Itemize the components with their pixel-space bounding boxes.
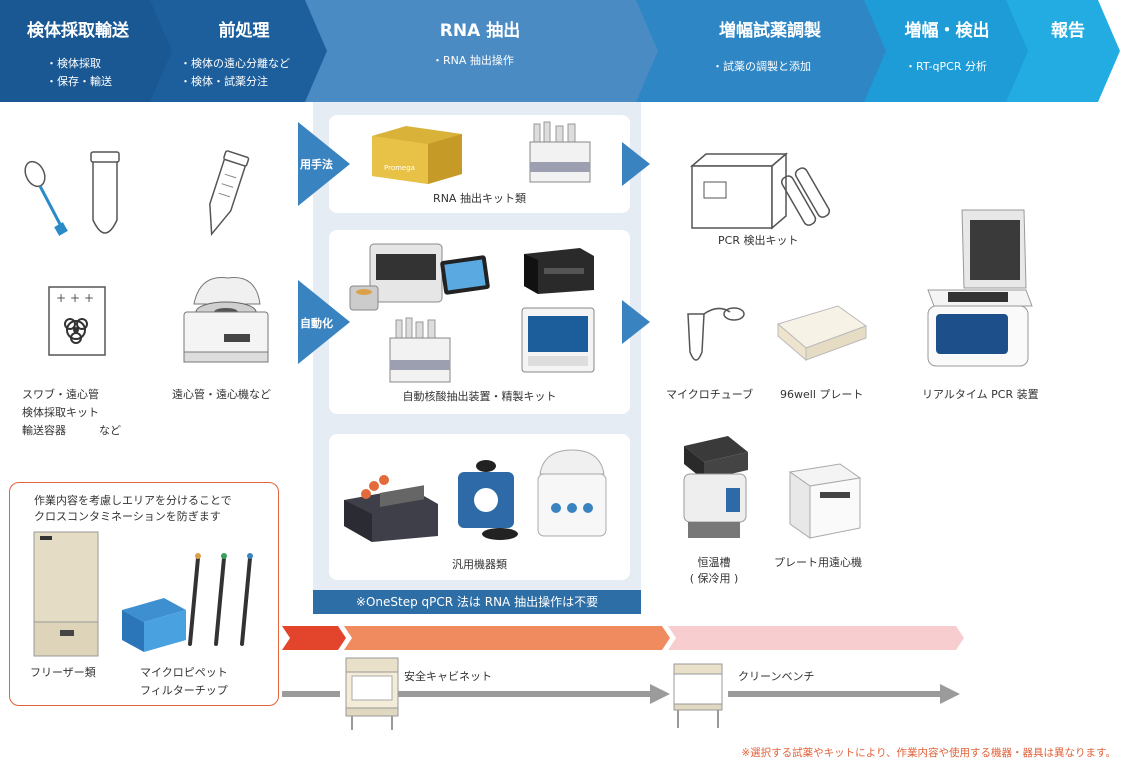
microtube-label: マイクロチューブ: [666, 388, 754, 401]
general-label: 汎用機器類: [452, 558, 507, 571]
pretreatment-label: 遠心管・遠心機など: [172, 388, 271, 401]
svg-text:+: +: [70, 291, 80, 305]
stage-item: ・RNA 抽出操作: [432, 54, 514, 67]
thermo-bath-sub: ( 保冷用 ): [689, 572, 739, 585]
stage-chevron-detection: [864, 0, 1032, 102]
reagent-kit-icon: [529, 121, 591, 183]
vortex-mixer-icon: [458, 460, 518, 540]
conical-tube-icon: [209, 150, 250, 236]
stage-chevron-pretreatment: [150, 0, 332, 102]
safety-cabinet-icon: [345, 657, 399, 730]
stage-title-pretreatment: 前処理: [218, 21, 270, 41]
cc-text-2: クロスコンタミネーションを防ぎます: [34, 510, 221, 523]
manual-tag: 用手法: [300, 158, 333, 171]
onestep-note: ※OneStep qPCR 法は RNA 抽出操作は不要: [313, 590, 641, 614]
manual-kit-label: RNA 抽出キット類: [433, 192, 526, 205]
thermo-bath-label: 恒温槽: [697, 556, 731, 569]
collection-label-3: 輸送容器 など: [22, 424, 121, 437]
footnote: ※選択する試薬やキットにより、作業内容や使用する機器・器具は異なります。: [741, 747, 1116, 759]
real-time-pcr-icon: [927, 209, 1033, 367]
rna-kit-box-icon: Promega: [372, 126, 462, 184]
auto-arrow: [298, 280, 350, 364]
stage-chevron-reagent: [636, 0, 890, 102]
stage-chevron-report: [1006, 0, 1120, 102]
stage-item: ・検体の遠心分離など: [180, 57, 290, 70]
plate-centrifuge-label: プレート用遠心機: [774, 556, 862, 569]
stage-title-collection: 検体採取輸送: [27, 21, 129, 41]
auto-label: 自動核酸抽出装置・精製キット: [402, 390, 557, 403]
purification-kit-icon: [389, 317, 451, 383]
heat-block-icon: [344, 475, 438, 542]
stage-title-detection: 増幅・検出: [904, 21, 990, 41]
clean-bench-icon: [673, 663, 723, 728]
stage-chevron-collection: [0, 0, 177, 102]
stage-item: ・検体・試薬分注: [180, 75, 268, 88]
mini-centrifuge-icon: [537, 449, 607, 537]
to-reagent-arrow-1: [622, 142, 650, 186]
stage-title-reagent: 増幅試薬調製: [719, 21, 821, 41]
swab-icon: [24, 160, 68, 236]
collection-label-1: スワブ・遠心管: [22, 388, 99, 401]
stage-title-report: 報告: [1051, 21, 1085, 41]
stage-item: ・保存・輸送: [46, 75, 112, 88]
flow-arrows: [282, 684, 960, 704]
biohazard-bag-icon: + + +: [48, 286, 106, 356]
stage-item: ・検体採取: [46, 57, 101, 70]
clean-bench-label: クリーンベンチ: [738, 670, 815, 683]
pipette-label-1: マイクロピペット: [140, 666, 228, 679]
96well-plate-icon: [776, 305, 868, 362]
cc-text-1: 作業内容を考慮しエリアを分けることで: [34, 494, 232, 507]
thermo-bath-icon: [683, 436, 748, 538]
stage-chevron-rna: [305, 0, 662, 102]
stage-item: ・試薬の調製と添加: [712, 60, 811, 73]
pcr-kit-icon: [689, 152, 831, 230]
plate-label: 96well プレート: [780, 388, 864, 401]
auto-tag: 自動化: [300, 317, 333, 330]
kit-brand-text: Promega: [384, 164, 415, 172]
manual-arrow: [298, 122, 350, 206]
pipette-label-2: フィルターチップ: [140, 684, 228, 697]
microtube-icon: [687, 307, 745, 361]
auto-kit-box-icon: [524, 248, 594, 294]
pcr-kit-label: PCR 検出キット: [718, 234, 799, 247]
freezer-label: フリーザー類: [30, 666, 96, 679]
area-band: [282, 626, 964, 650]
centrifuge-icon: [183, 277, 269, 363]
tip-box-icon: [122, 598, 186, 652]
micropipette-icon: [188, 553, 253, 646]
svg-text:+: +: [84, 291, 94, 305]
liquid-handler-icon: [521, 307, 595, 373]
freezer-icon: [33, 531, 99, 657]
real-time-pcr-label: リアルタイム PCR 装置: [922, 388, 1039, 401]
collection-label-2: 検体採取キット: [22, 406, 99, 419]
plate-centrifuge-icon: [788, 463, 862, 539]
centrifuge-tube-icon: [90, 151, 120, 234]
stage-title-rna: RNA 抽出: [439, 21, 521, 41]
stage-item: ・RT-qPCR 分析: [905, 60, 987, 73]
auto-extractor-icon: [349, 243, 490, 311]
workflow-header: [0, 0, 1120, 102]
to-reagent-arrow-2: [622, 300, 650, 344]
svg-text:+: +: [56, 291, 66, 305]
safety-cabinet-label: 安全キャビネット: [404, 670, 492, 683]
